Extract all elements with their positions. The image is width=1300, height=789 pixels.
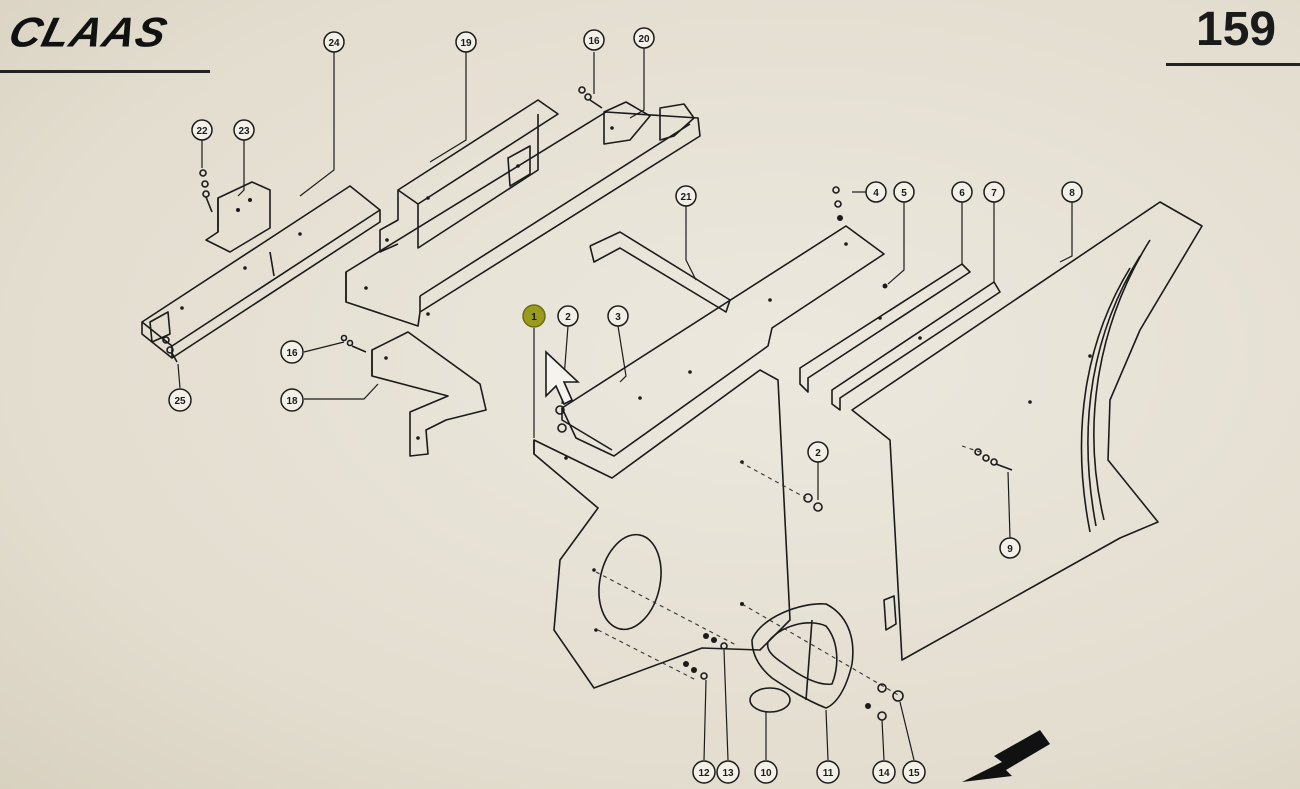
part-23-mount-plate: [205, 181, 271, 253]
callout-7[interactable]: 7: [983, 181, 1005, 203]
callout-15-label: 15: [908, 768, 920, 779]
part-21-frame-arm: [589, 231, 731, 313]
page-number: 159: [1196, 3, 1277, 56]
fastener-4: [832, 186, 843, 221]
callout-8[interactable]: 8: [1061, 181, 1083, 203]
callout-21-label: 21: [680, 192, 692, 203]
callout-2-upper-label: 2: [565, 312, 571, 323]
callout-11-label: 11: [823, 768, 834, 779]
callout-16-top-label: 16: [588, 36, 600, 47]
callout-7-label: 7: [991, 188, 997, 199]
part-18-bracket: [371, 331, 487, 457]
callout-18[interactable]: 18: [280, 388, 304, 412]
part-1-side-panel: [533, 369, 791, 689]
fastener-22: [199, 169, 213, 213]
callout-25[interactable]: 25: [168, 388, 192, 412]
callout-20-label: 20: [638, 34, 650, 45]
callout-19[interactable]: 19: [455, 31, 477, 53]
callout-20[interactable]: 20: [633, 27, 655, 49]
callout-12-label: 12: [698, 768, 710, 779]
callout-8-label: 8: [1069, 188, 1075, 199]
callout-14-label: 14: [878, 768, 890, 779]
logo-underline: [0, 70, 210, 73]
callout-24[interactable]: 24: [323, 31, 345, 53]
callout-2-lower-label: 2: [815, 448, 821, 459]
callout-3[interactable]: 3: [607, 305, 629, 327]
callout-5[interactable]: 5: [893, 181, 915, 203]
part-11-guide-collar: [751, 603, 854, 709]
callout-4[interactable]: 4: [865, 181, 887, 203]
callout-16-left[interactable]: 16: [280, 340, 304, 364]
fastener-9: [974, 448, 1013, 471]
callout-22-label: 22: [196, 126, 208, 137]
callout-18-label: 18: [286, 396, 298, 407]
callout-24-label: 24: [328, 38, 340, 49]
fastener-2-upper: [555, 405, 567, 433]
callout-2-upper[interactable]: 2: [557, 305, 579, 327]
fastener-16-lower: [340, 334, 367, 353]
callout-25-label: 25: [174, 396, 186, 407]
callout-4-label: 4: [873, 188, 879, 199]
direction-arrow-icon: [962, 730, 1050, 782]
callout-12[interactable]: 12: [692, 760, 716, 784]
fastener-25: [162, 336, 178, 363]
callout-2-lower[interactable]: 2: [807, 441, 829, 463]
fasteners-bottom: [683, 602, 904, 721]
callout-10-label: 10: [760, 768, 772, 779]
fastener-2-lower: [803, 493, 823, 512]
callout-22[interactable]: 22: [191, 119, 213, 141]
part-10-flange: [749, 687, 791, 713]
part-24-bracket: [141, 185, 381, 359]
callout-11[interactable]: 11: [816, 760, 840, 784]
callout-13-label: 13: [722, 768, 734, 779]
fastener-dash-lines: [595, 445, 981, 697]
callout-15[interactable]: 15: [902, 760, 926, 784]
part-3-platform: [561, 225, 885, 457]
fastener-16-upper: [578, 86, 603, 109]
mouse-pointer-icon: [545, 350, 581, 406]
callout-14[interactable]: 14: [872, 760, 896, 784]
fastener-5: [882, 283, 888, 289]
callout-10[interactable]: 10: [754, 760, 778, 784]
callout-16-top[interactable]: 16: [583, 29, 605, 51]
callout-23[interactable]: 23: [233, 119, 255, 141]
part-20-beam: [345, 101, 701, 327]
callout-23-label: 23: [238, 126, 250, 137]
callout-21[interactable]: 21: [675, 185, 697, 207]
part-8-curved-panel: [851, 201, 1203, 661]
callout-13[interactable]: 13: [716, 760, 740, 784]
callout-6[interactable]: 6: [951, 181, 973, 203]
callout-9[interactable]: 9: [999, 537, 1021, 559]
callout-6-label: 6: [959, 188, 965, 199]
callout-3-label: 3: [615, 312, 621, 323]
callout-1[interactable]: 1: [522, 304, 546, 328]
callout-1-label: 1: [531, 312, 537, 323]
callout-9-label: 9: [1007, 544, 1013, 555]
callout-5-label: 5: [901, 188, 907, 199]
callout-19-label: 19: [460, 38, 472, 49]
callout-16-left-label: 16: [286, 348, 298, 359]
part-19-channel: [379, 99, 559, 253]
leader-lines: [177, 48, 1073, 761]
page-number-underline: [1166, 63, 1300, 66]
